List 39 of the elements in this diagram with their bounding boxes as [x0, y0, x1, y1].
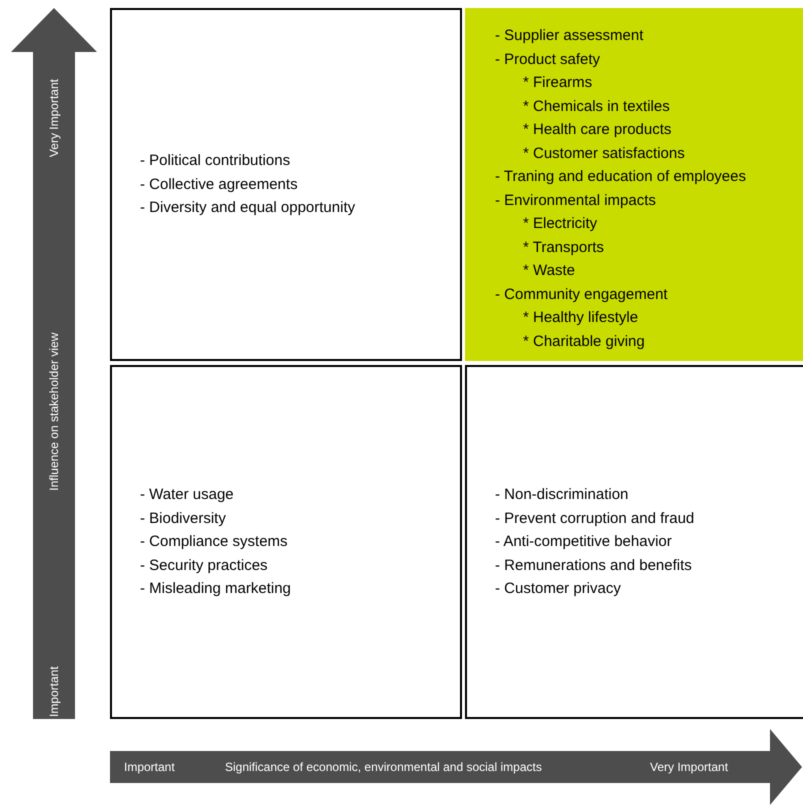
list-item: * Electricity: [523, 214, 598, 234]
quadrant-box: [465, 365, 803, 719]
list-item: - Prevent corruption and fraud: [495, 508, 694, 529]
axis-label: Important: [124, 760, 175, 774]
list-item: - Supplier assessment: [495, 26, 644, 46]
quadrant-box: [110, 8, 462, 361]
axis-label: Very Important: [46, 79, 62, 158]
quadrant-box: [110, 365, 462, 719]
list-item: - Non-discrimination: [495, 485, 628, 506]
list-item: - Misleading marketing: [140, 579, 291, 600]
list-item: - Community engagement: [495, 284, 668, 304]
list-item: - Traning and education of employees: [495, 167, 746, 187]
list-item: * Charitable giving: [523, 332, 645, 352]
vertical-axis-arrow: [10, 8, 98, 719]
quadrant-box: [465, 8, 803, 361]
list-item: * Health care products: [523, 120, 672, 140]
list-item: - Biodiversity: [140, 508, 226, 529]
list-item: * Chemicals in textiles: [523, 96, 670, 116]
horizontal-axis-arrow: [110, 728, 803, 806]
axis-title: Influence on stakeholder view: [46, 332, 62, 491]
list-item: - Water usage: [140, 485, 234, 506]
list-item: - Compliance systems: [140, 532, 288, 552]
list-item: - Collective agreements: [140, 174, 298, 195]
list-item: * Transports: [523, 238, 604, 258]
axis-title: Significance of economic, environmental and social impacts: [225, 760, 542, 774]
list-item: * Customer satisfactions: [523, 144, 685, 164]
axis-label: Important: [46, 666, 62, 717]
list-item: - Anti-competitive behavior: [495, 532, 672, 552]
list-item: - Political contributions: [140, 151, 290, 172]
list-item: * Healthy lifestyle: [523, 308, 638, 328]
list-item: - Security practices: [140, 556, 268, 576]
list-item: - Product safety: [495, 50, 600, 70]
list-item: * Waste: [523, 261, 575, 281]
axis-label: Very Important: [650, 760, 728, 774]
list-item: - Diversity and equal opportunity: [140, 198, 356, 218]
list-item: - Remunerations and benefits: [495, 556, 692, 576]
list-item: - Environmental impacts: [495, 190, 656, 210]
list-item: * Firearms: [523, 73, 592, 93]
list-item: - Customer privacy: [495, 579, 621, 600]
